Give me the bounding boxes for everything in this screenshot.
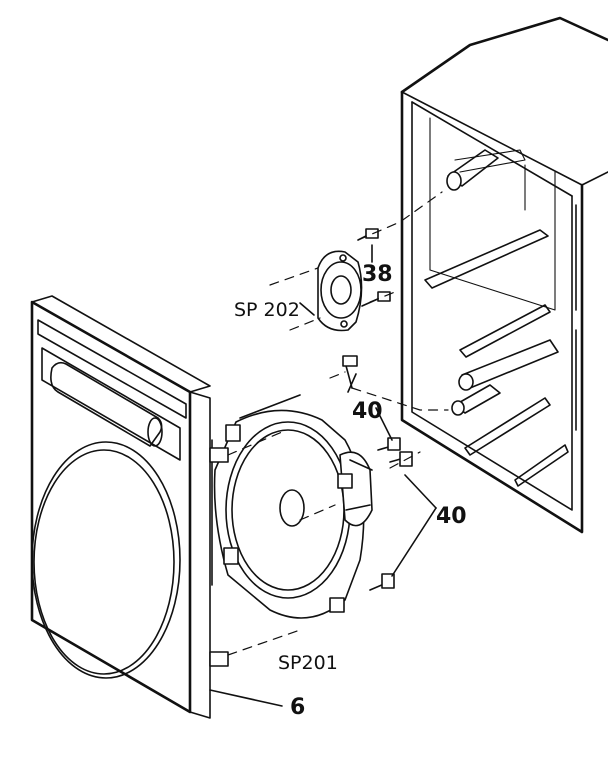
label-38: 38 [362,262,393,287]
label-40-upper: 40 [352,399,383,424]
leader-40-lower-a [404,474,437,509]
leader-lines [209,244,437,707]
cabinet [400,16,608,534]
leader-40-upper-b [375,407,393,441]
label-sp202: SP 202 [234,299,300,321]
label-sp201: SP201 [278,652,338,674]
woofer-screw [342,355,413,591]
tweeter-sp202 [317,250,363,332]
leader-40-upper [347,373,357,393]
woofer-sp201 [211,394,373,619]
label-40-lower: 40 [436,504,467,529]
front-grille [30,295,229,719]
leader-6 [209,689,283,707]
leader-40-lower-b [391,507,437,577]
assembly-lines [227,191,449,656]
leader-sp202 [299,302,315,316]
label-6: 6 [290,695,305,720]
